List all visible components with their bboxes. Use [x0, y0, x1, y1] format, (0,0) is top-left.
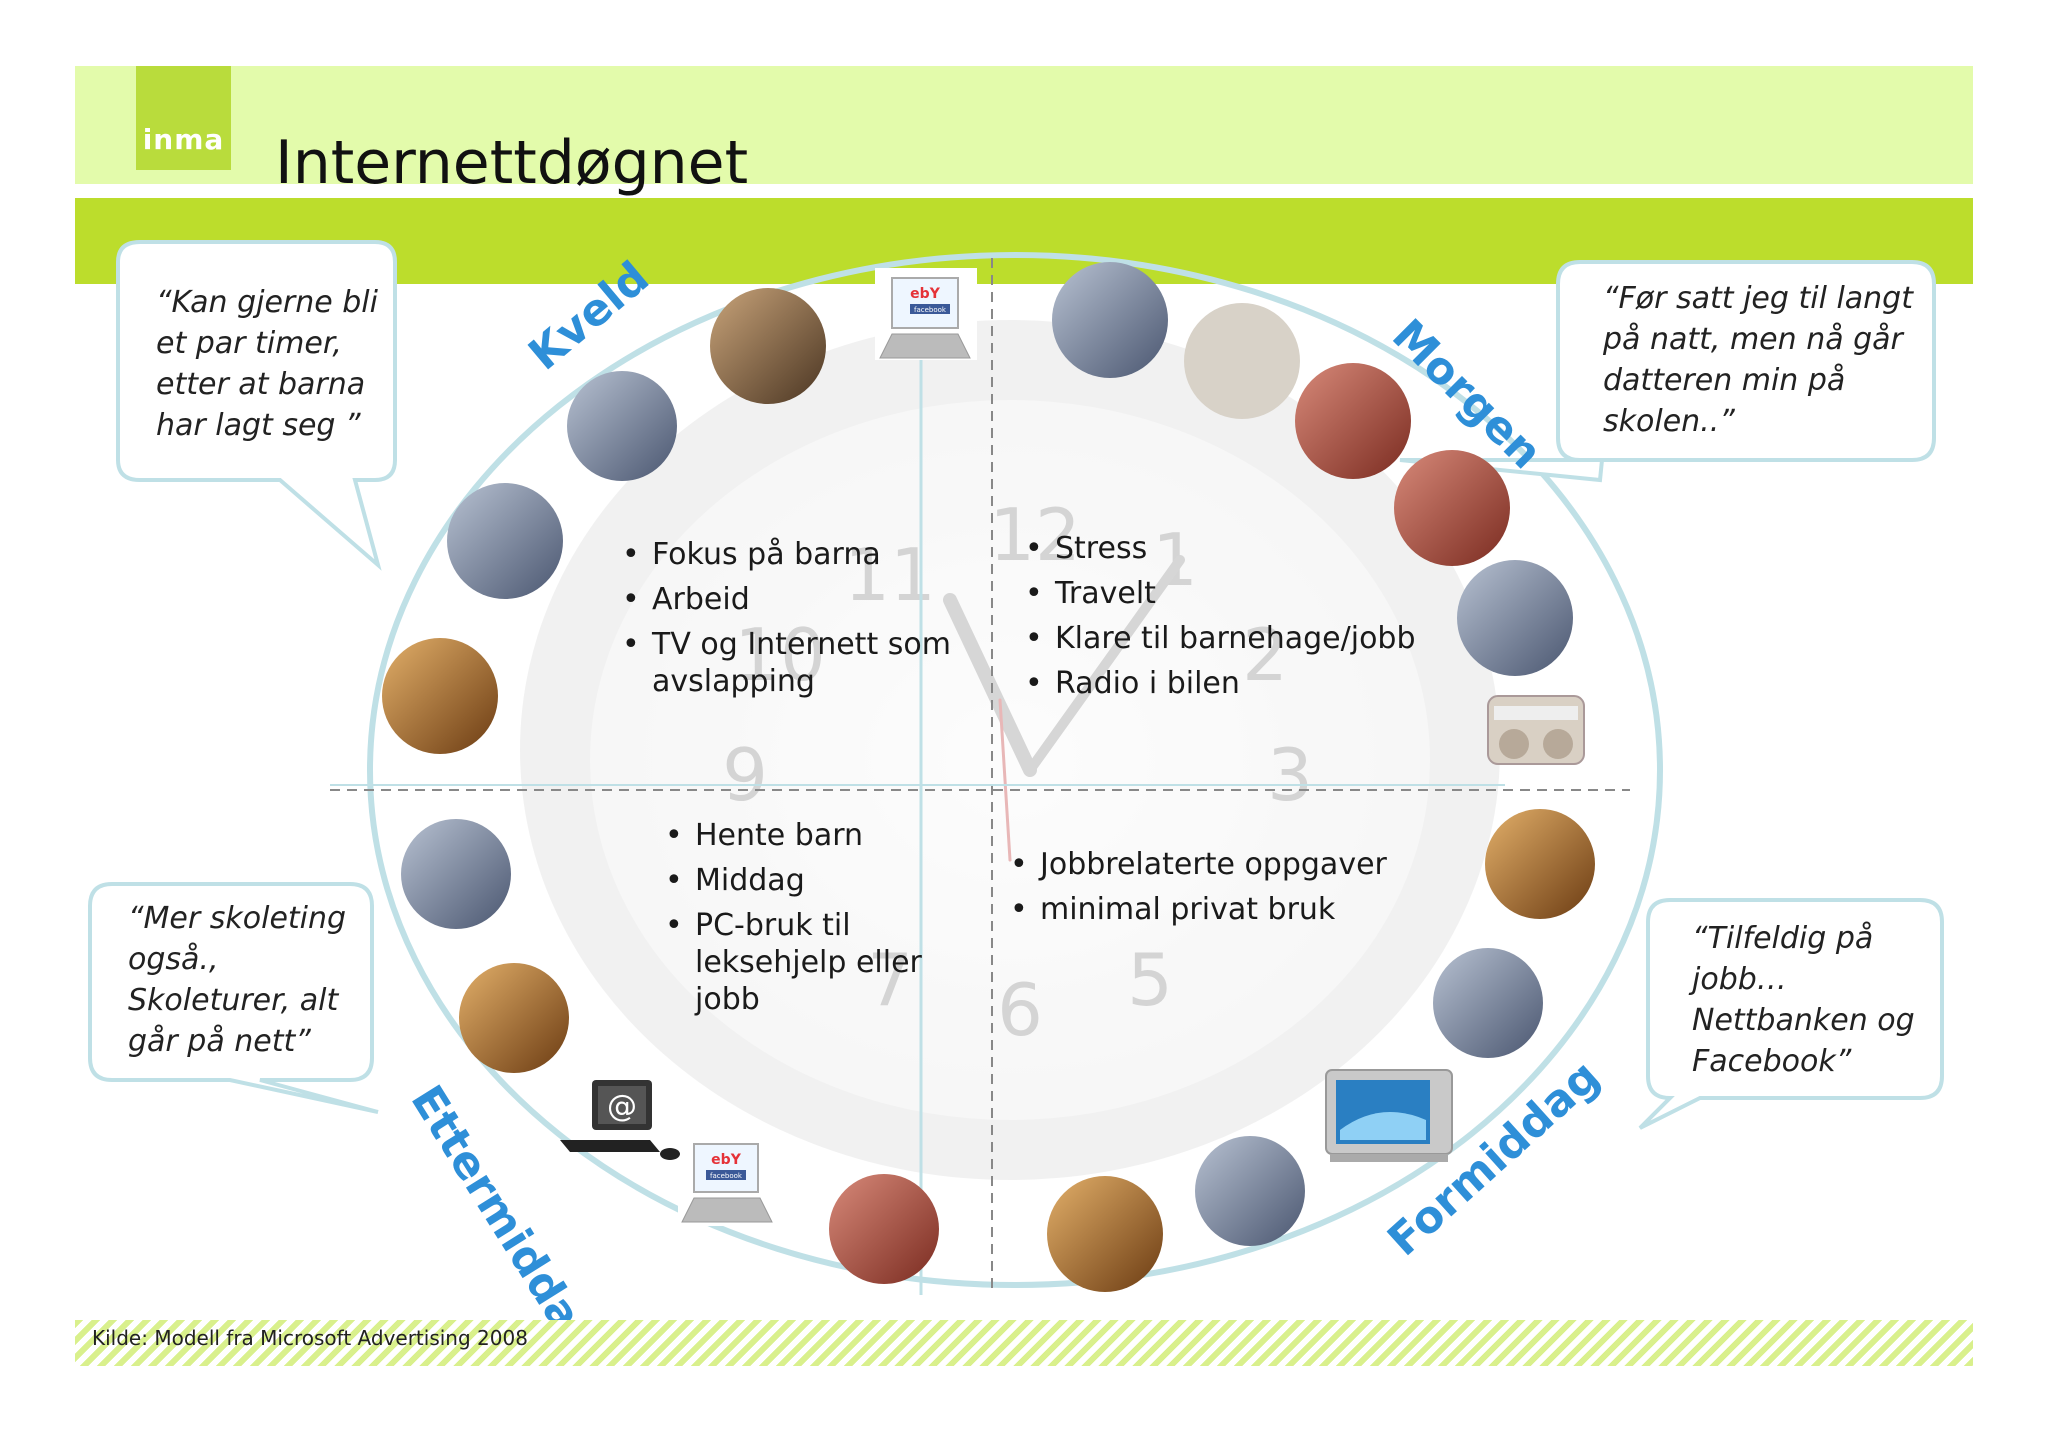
- family-dinner-photo: [447, 483, 563, 599]
- clock-number: 5: [1127, 938, 1173, 1022]
- at-symbol: @: [607, 1089, 637, 1124]
- quote-bubble-top-left: [116, 240, 397, 571]
- quadrant-label-kveld: Kveld: [519, 252, 658, 381]
- list-item: TV og Internett som avslapping: [622, 626, 952, 700]
- clock-number: 3: [1267, 733, 1313, 817]
- facebook-label: facebook: [914, 306, 947, 314]
- list-item: Travelt: [1025, 575, 1425, 612]
- quote-bottom-left: “Mer skoleting også., Skoleturer, alt gå…: [128, 901, 347, 1059]
- grandparent-child-photo: [401, 819, 511, 929]
- clock-number: 9: [722, 733, 768, 817]
- quote-top-right: “Før satt jeg til langt på natt, men nå …: [1603, 281, 1913, 439]
- list-item: Arbeid: [622, 581, 952, 618]
- inma-logo: inma: [136, 66, 231, 170]
- computer-at-icon: @: [560, 1080, 680, 1160]
- header-band-light: [75, 66, 1973, 184]
- page-title: Internettdøgnet: [275, 128, 749, 198]
- list-item: minimal privat bruk: [1010, 891, 1410, 928]
- quote-bubble-top-right: [1399, 260, 1936, 483]
- list-item: PC-bruk til leksehjelp eller jobb: [665, 907, 925, 1018]
- family-breakfast-photo: [1295, 363, 1411, 479]
- driving-photo: [1457, 560, 1573, 676]
- laptop-ebay-facebook-icon: ebY facebook: [678, 1136, 778, 1226]
- list-item: Jobbrelaterte oppgaver: [1010, 846, 1410, 883]
- footer-stripes: [75, 1320, 1973, 1366]
- list-item: Stress: [1025, 530, 1425, 567]
- clock-number: 6: [997, 968, 1043, 1052]
- quote-bottom-right: “Tilfeldig på jobb… Nettbanken og Facebo…: [1692, 921, 1915, 1079]
- bullets-ettermiddag: Hente barn Middag PC-bruk til leksehjelp…: [665, 817, 925, 1026]
- bullets-morgen: Stress Travelt Klare til barnehage/jobb …: [1025, 530, 1425, 710]
- worker-computer-photo: [1485, 809, 1595, 919]
- woman-waking-photo: [1052, 262, 1168, 378]
- radio-icon: [1487, 695, 1585, 765]
- laundry-woman-photo-2: [1433, 948, 1543, 1058]
- kids-room-photo: [829, 1174, 939, 1284]
- quote-bubble-bottom-left: [88, 882, 379, 1114]
- source-note: Kilde: Modell fra Microsoft Advertising …: [92, 1326, 528, 1350]
- bullets-formiddag: Jobbrelaterte oppgaver minimal privat br…: [1010, 846, 1410, 936]
- photo-circles: [382, 262, 1595, 1292]
- list-item: Fokus på barna: [622, 536, 952, 573]
- ebay-label: ebY: [910, 286, 941, 302]
- day-ring: [367, 252, 1663, 1288]
- laundry-woman-photo: [567, 371, 677, 481]
- list-item: Hente barn: [665, 817, 925, 854]
- laptop-ebay-facebook-icon: ebY facebook: [875, 268, 977, 360]
- quote-bubble-bottom-right: [1638, 898, 1944, 1130]
- ebay-label: ebY: [711, 1152, 742, 1168]
- businessman-phone-photo: [1195, 1136, 1305, 1246]
- bullets-kveld: Fokus på barna Arbeid TV og Internett so…: [622, 536, 952, 708]
- facebook-label: facebook: [710, 1172, 743, 1180]
- quote-top-left: “Kan gjerne bli et par timer, etter at b…: [156, 285, 378, 443]
- list-item: Middag: [665, 862, 925, 899]
- friends-laughing-photo: [1047, 1176, 1163, 1292]
- child-homework-photo: [382, 638, 498, 754]
- person-computer-photo: [459, 963, 569, 1073]
- list-item: Klare til barnehage/jobb: [1025, 620, 1425, 657]
- breakfast-photo: [1184, 303, 1300, 419]
- list-item: Radio i bilen: [1025, 665, 1425, 702]
- family-tv-photo: [710, 288, 826, 404]
- tv-icon: [1325, 1069, 1453, 1162]
